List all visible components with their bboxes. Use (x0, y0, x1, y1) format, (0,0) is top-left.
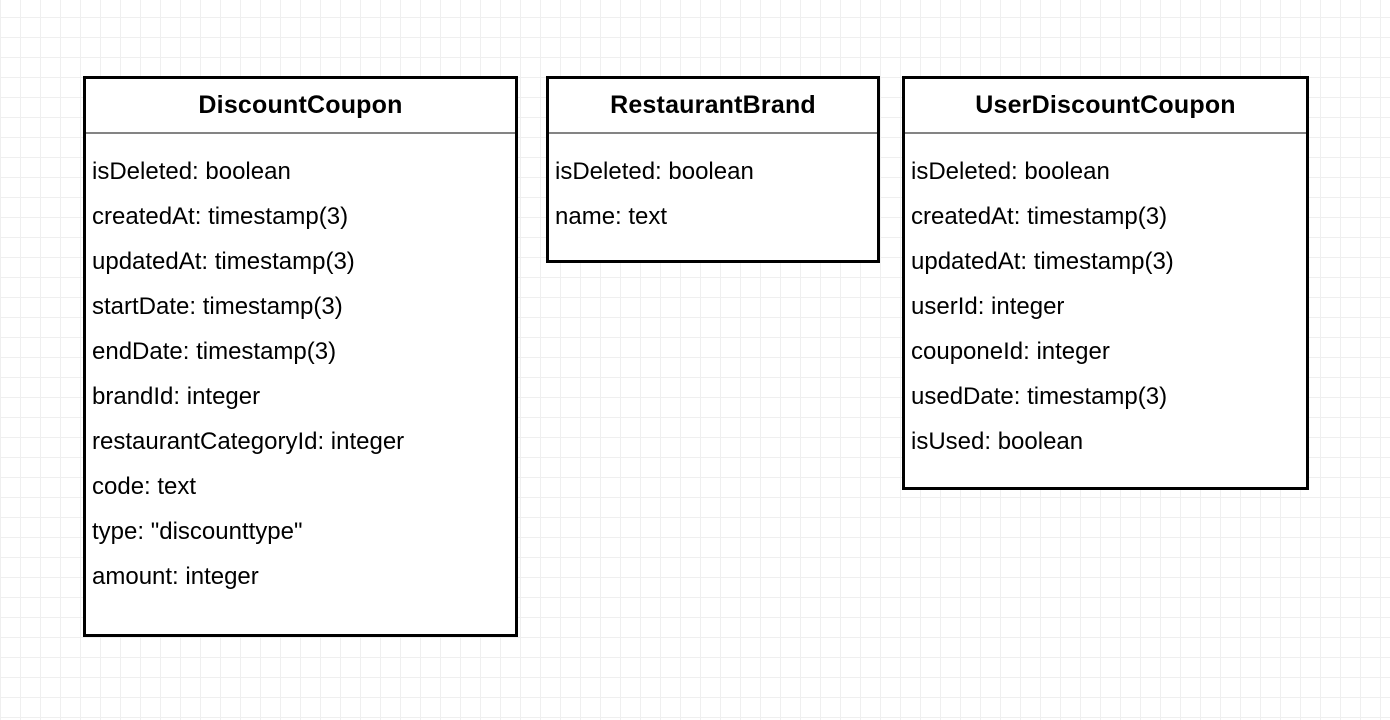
entity-title: DiscountCoupon (86, 79, 515, 134)
entity-field: createdAt: timestamp(3) (92, 203, 349, 230)
entity-field: code: text (92, 473, 197, 500)
entity-user-discount-coupon[interactable]: UserDiscountCoupon isDeleted: boolean cre… (902, 76, 1309, 490)
entity-field: usedDate: timestamp(3) (911, 383, 1168, 410)
entity-field: createdAt: timestamp(3) (911, 203, 1168, 230)
entity-field: endDate: timestamp(3) (92, 338, 337, 365)
entity-title: UserDiscountCoupon (905, 79, 1306, 134)
entity-field: amount: integer (92, 563, 259, 590)
entity-field-list: isDeleted: boolean createdAt: timestamp(3… (86, 134, 515, 599)
entity-field: isDeleted: boolean (911, 158, 1110, 185)
entity-field: brandId: integer (92, 383, 261, 410)
entity-field-list: isDeleted: boolean createdAt: timestamp(3… (905, 134, 1306, 464)
entity-field: type: "discounttype" (92, 518, 303, 545)
entity-field: restaurantCategoryId: integer (92, 428, 405, 455)
entity-field: isDeleted: boolean (92, 158, 291, 185)
entity-field: isDeleted: boolean (555, 158, 754, 185)
entity-field: couponeId: integer (911, 338, 1110, 365)
entity-field: updatedAt: timestamp(3) (92, 248, 355, 275)
entity-field: isUsed: boolean (911, 428, 1084, 455)
entity-field: userId: integer (911, 293, 1065, 320)
entity-title: RestaurantBrand (549, 79, 877, 134)
entity-restaurant-brand[interactable]: RestaurantBrand isDeleted: boolean name: … (546, 76, 880, 263)
entity-field-list: isDeleted: boolean name: text (549, 134, 877, 239)
entity-field: startDate: timestamp(3) (92, 293, 343, 320)
entity-discount-coupon[interactable]: DiscountCoupon isDeleted: boolean created… (83, 76, 518, 637)
entity-field: name: text (555, 203, 668, 230)
entity-field: updatedAt: timestamp(3) (911, 248, 1174, 275)
